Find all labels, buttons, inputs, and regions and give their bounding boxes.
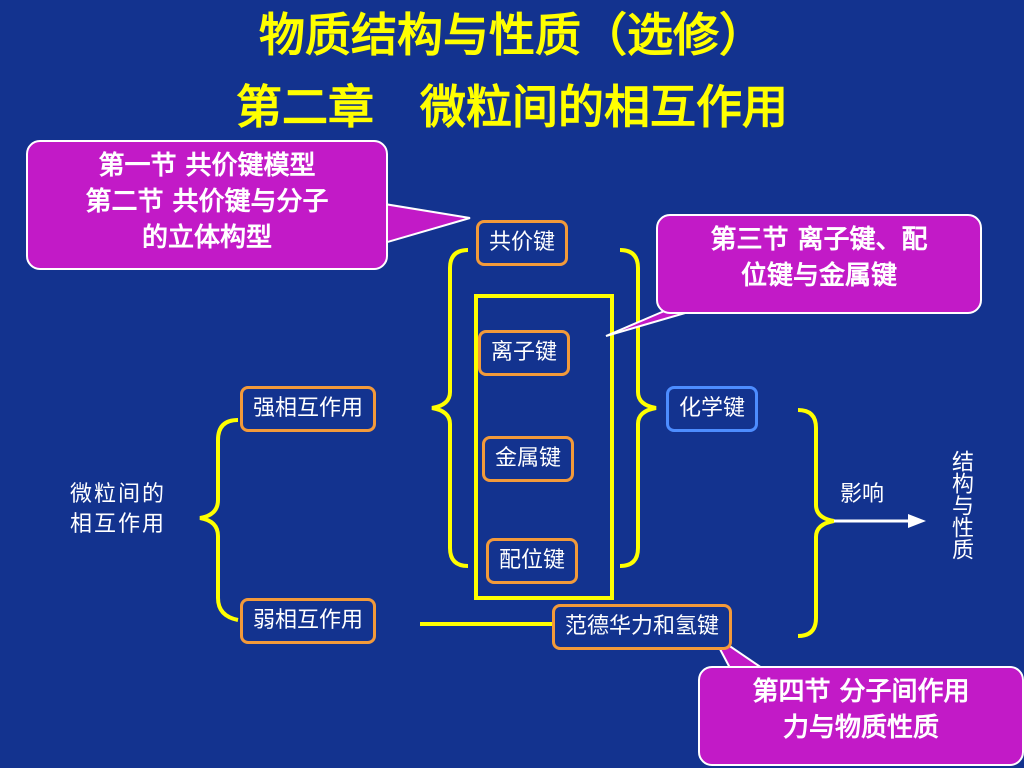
vdw-hydrogen-bond-box: 范德华力和氢键 xyxy=(552,604,733,650)
callout-1-line-2: 第二节 共价键与分子 xyxy=(85,187,329,217)
callout-2-line-1: 第三节 离子键、配 xyxy=(710,225,928,255)
callout-2-line-2: 位键与金属键 xyxy=(740,261,897,291)
callout-1-line-3: 的立体构型 xyxy=(141,223,272,253)
callout-1-line-1: 第一节 共价键模型 xyxy=(98,151,316,181)
root-node: 微粒间的 相互作用 xyxy=(70,480,166,540)
ionic-group-frame xyxy=(474,294,614,600)
root-node-line-2: 相互作用 xyxy=(70,512,167,537)
influence-brace xyxy=(797,408,835,638)
chemical-brace xyxy=(619,248,657,568)
title-line-2: 第二章 微粒间的相互作用 xyxy=(236,80,788,134)
ionic-bond-box: 离子键 xyxy=(478,330,571,376)
callout-3-line-2: 力与物质性质 xyxy=(782,713,939,743)
influence-arrow-head xyxy=(908,514,926,528)
covalent-bond-box: 共价键 xyxy=(476,220,569,266)
structure-property-label: 结构与性质 xyxy=(948,450,973,560)
weak-interaction-box: 弱相互作用 xyxy=(240,598,377,644)
callout-section-4: 第四节 分子间作用 力与物质性质 xyxy=(698,666,1024,766)
strong-interaction-box: 强相互作用 xyxy=(240,386,377,432)
coordinate-bond-box: 配位键 xyxy=(486,538,579,584)
metallic-bond-box: 金属键 xyxy=(482,436,575,482)
callout-sections-1-2: 第一节 共价键模型 第二节 共价键与分子 的立体构型 xyxy=(26,140,388,270)
callout-section-3: 第三节 离子键、配 位键与金属键 xyxy=(656,214,982,314)
callout-3-line-1: 第四节 分子间作用 xyxy=(752,677,970,707)
root-node-line-1: 微粒间的 xyxy=(70,482,167,507)
chemical-bond-box: 化学键 xyxy=(666,386,759,432)
strong-brace xyxy=(431,248,469,568)
title-line-1: 物质结构与性质（选修） xyxy=(259,8,765,62)
root-brace xyxy=(199,418,239,622)
influence-label: 影响 xyxy=(840,482,885,507)
